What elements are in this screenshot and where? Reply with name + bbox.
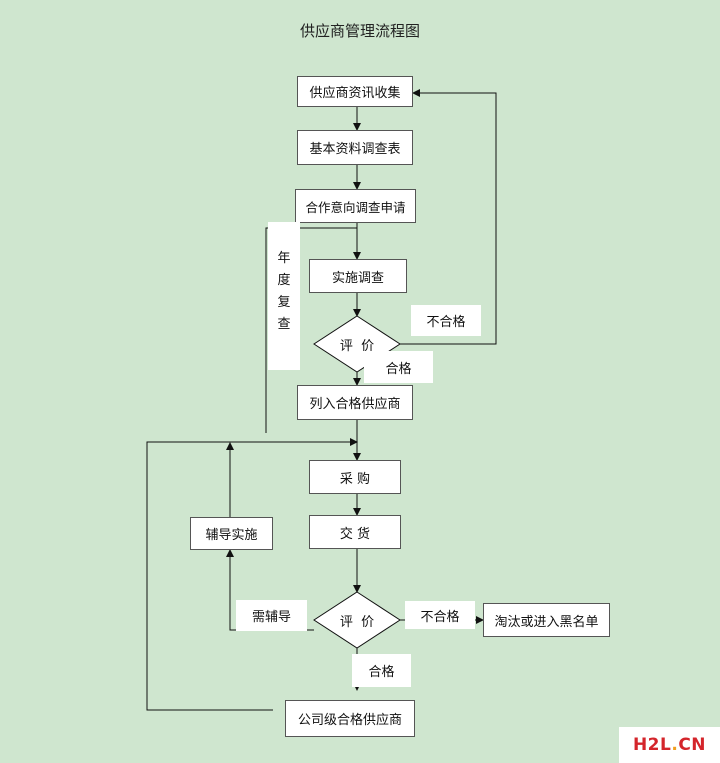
evaluate-label-2: 评 价: [339, 614, 375, 630]
edge-label-pass-1: 合格: [364, 351, 433, 383]
edge-label-fail-1: 不合格: [411, 305, 481, 336]
page-title: 供应商管理流程图: [299, 22, 420, 40]
node-basic-survey: 基本资料调查表: [297, 130, 413, 165]
edge-label-annual-review: 年度复查: [268, 222, 300, 370]
node-delivery: 交 货: [309, 515, 401, 549]
node-eliminate: 淘汰或进入黑名单: [483, 603, 610, 637]
evaluate-label-1: 评 价: [339, 338, 375, 354]
arrow-annual-review: [265, 227, 357, 433]
watermark-part1: H2L: [632, 735, 672, 755]
node-qualified-list: 列入合格供应商: [297, 385, 413, 420]
node-purchase: 采 购: [309, 460, 401, 494]
evaluate-diamond-2: [313, 591, 401, 649]
watermark-logo: H2L.CN: [619, 727, 720, 763]
watermark-dot: .: [671, 735, 679, 755]
node-collect: 供应商资讯收集: [297, 76, 413, 107]
arrow-company-loop: [146, 438, 358, 711]
annual-review-text: 年度复查: [277, 251, 291, 332]
arrow-fail-loop: [400, 89, 497, 345]
node-guidance: 辅导实施: [190, 517, 273, 550]
edge-label-pass-2: 合格: [352, 654, 411, 687]
edge-label-fail-2: 不合格: [405, 601, 475, 629]
node-implement-survey: 实施调查: [309, 259, 407, 293]
edge-label-need-guidance: 需辅导: [236, 600, 307, 631]
node-coop-apply: 合作意向调查申请: [295, 189, 416, 223]
node-company-qualified: 公司级合格供应商: [285, 700, 415, 737]
watermark-part2: CN: [678, 735, 707, 755]
